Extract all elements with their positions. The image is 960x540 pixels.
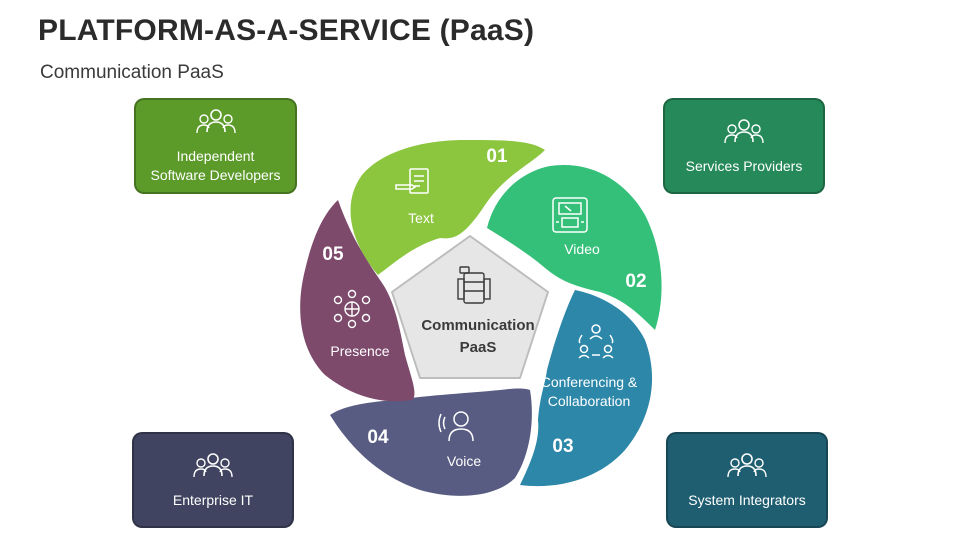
global-network-icon (333, 289, 371, 329)
petal-01-number: 01 (486, 146, 508, 167)
petal-02-shape (487, 164, 662, 330)
box-services-providers: Services Providers (663, 98, 825, 194)
collaboration-cycle-icon (578, 324, 614, 359)
people-group-icon (193, 452, 233, 478)
box-independent-software-developers: Independent Software Developers (134, 98, 297, 194)
center-pentagon: Communication PaaS (391, 235, 549, 379)
person-voice-icon (438, 411, 474, 442)
petal-02-label: Video (564, 241, 600, 257)
petal-03-label-line2: Collaboration (548, 393, 631, 409)
petal-03-label-line1: Conferencing & (541, 374, 638, 390)
box-label: System Integrators (688, 491, 806, 508)
page-title: PLATFORM-AS-A-SERVICE (PaaS) (38, 14, 535, 47)
video-player-icon (552, 197, 588, 233)
petal-presence: 05 Presence (300, 200, 415, 402)
petal-04-label: Voice (447, 453, 481, 469)
people-group-icon (724, 118, 764, 144)
petal-01-shape (350, 140, 545, 275)
petal-05-shape (300, 200, 415, 402)
box-label: Independent Software Developers (150, 148, 281, 183)
petal-text: 01 Text (350, 140, 545, 275)
petal-02-number: 02 (625, 271, 646, 292)
petal-voice: 04 Voice (330, 388, 532, 496)
people-group-icon (727, 452, 767, 478)
petal-05-label: Presence (330, 343, 389, 359)
box-system-integrators: System Integrators (666, 432, 828, 528)
center-label-line1: Communication (421, 317, 534, 334)
petal-03-shape (520, 290, 653, 487)
people-group-icon (195, 109, 236, 134)
petal-04-shape (330, 388, 532, 496)
petal-03-number: 03 (552, 436, 573, 457)
box-enterprise-it: Enterprise IT (132, 432, 294, 528)
petal-video: 02 Video (487, 164, 662, 330)
petal-conferencing: 03 Conferencing & Collaboration (520, 290, 653, 487)
document-pen-icon (395, 168, 429, 194)
page-subtitle: Communication PaaS (40, 62, 224, 83)
center-label-line2: PaaS (460, 339, 497, 356)
petal-05-number: 05 (322, 244, 344, 265)
petal-04-number: 04 (367, 427, 389, 448)
box-label: Services Providers (685, 157, 803, 174)
server-stack-icon (457, 266, 491, 304)
box-label: Enterprise IT (172, 491, 254, 508)
petal-01-label: Text (408, 210, 434, 226)
